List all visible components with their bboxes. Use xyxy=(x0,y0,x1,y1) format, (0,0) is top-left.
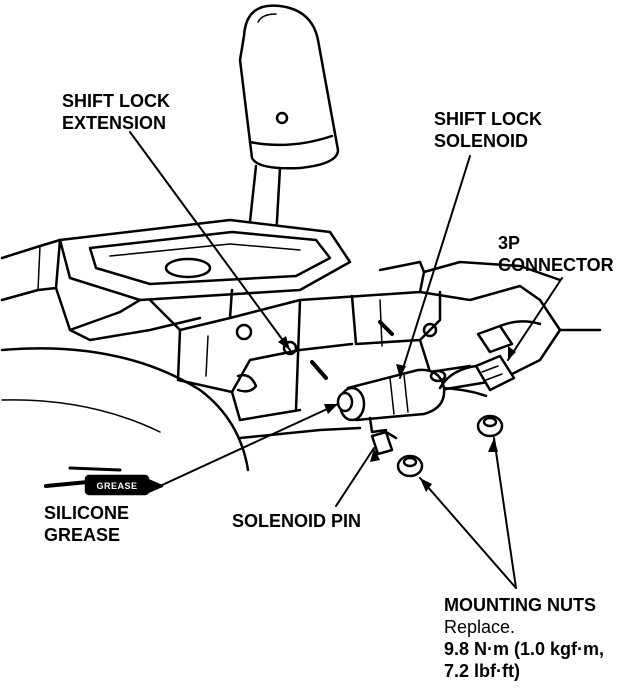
3p-connector-part xyxy=(438,320,542,392)
grease-tube-label: GREASE xyxy=(96,481,137,491)
shift-knob xyxy=(238,4,340,170)
torque-spec: 9.8 N·m (1.0 kgf·m, xyxy=(444,639,605,659)
shift-lock-extension-label: SHIFT LOCK EXTENSION xyxy=(62,90,170,134)
grease-tube-icon xyxy=(44,466,164,496)
floor-tunnel xyxy=(0,298,602,472)
3p-connector-label: 3P CONNECTOR xyxy=(498,232,614,276)
screws xyxy=(310,320,394,380)
leader-arrowheads xyxy=(278,336,516,492)
solenoid-pin-label: SOLENOID PIN xyxy=(232,511,362,531)
label-line: SHIFT LOCK xyxy=(62,91,170,111)
label-line: SOLENOID xyxy=(434,131,529,151)
mounting-nut-right xyxy=(476,414,504,438)
label-line: SILICONE xyxy=(44,503,130,523)
mounting-nut-left xyxy=(396,454,424,478)
label-line: CONNECTOR xyxy=(498,255,614,275)
label-title: MOUNTING NUTS xyxy=(444,595,596,615)
torque-spec: 7.2 lbf·ft) xyxy=(444,661,520,681)
mounting-nuts-label: MOUNTING NUTS Replace. 9.8 N·m (1.0 kgf·… xyxy=(444,594,604,682)
shift-lock-solenoid-label: SHIFT LOCK SOLENOID xyxy=(434,108,542,152)
label-line: EXTENSION xyxy=(62,113,167,133)
silicone-grease-label: SILICONE GREASE xyxy=(44,502,129,546)
leader-lines xyxy=(129,131,563,589)
label-line: 3P xyxy=(498,233,521,253)
solenoid-pin-part xyxy=(370,430,398,456)
label-line: SHIFT LOCK xyxy=(434,109,542,129)
shift-console xyxy=(0,218,352,342)
shift-bracket xyxy=(148,260,562,422)
label-note: Replace. xyxy=(444,617,516,637)
shift-lock-solenoid xyxy=(336,368,488,434)
label-line: GREASE xyxy=(44,525,121,545)
